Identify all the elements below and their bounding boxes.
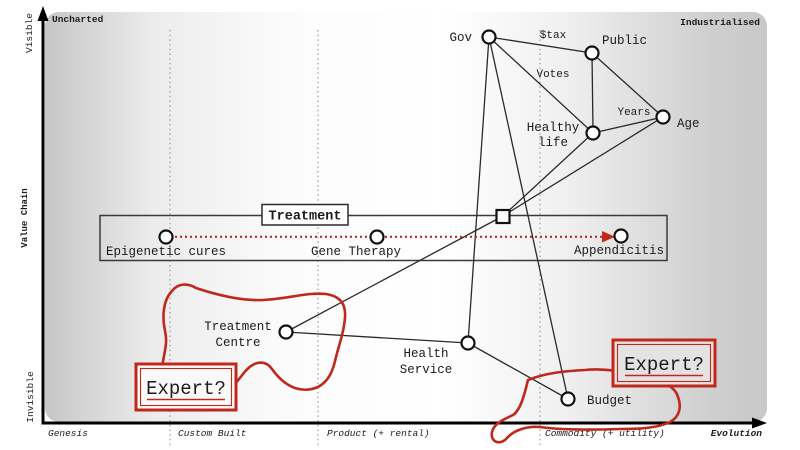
edge-public-healthy-life [591,52,594,134]
treatment-container-rect [99,214,668,262]
x-axis-arrowhead-icon [752,417,767,429]
expert-right-box-inner [616,343,712,383]
node-gene-therapy [369,229,385,245]
edges [285,36,664,400]
node-gene-therapy-label: Gene Therapy [311,245,402,259]
edge-treatment-centre-health-service [285,331,469,344]
evolution-arrowhead-icon [602,231,615,243]
stage-label-genesis: Genesis [48,428,88,439]
edge-gov-health-service [467,36,490,344]
edge-treatment-healthy-life [502,132,594,217]
node-healthy-life-label-1: Healthy [527,121,580,135]
y-axis-title: Value Chain [20,188,30,247]
stage-label-custom-built: Custom Built [178,428,246,439]
axis-labels: Uncharted Industrialised Visible Value C… [20,13,762,439]
red-annotations: Expert? Expert? [134,283,717,444]
stage-label-product: Product (+ rental) [327,428,430,439]
node-healthy-life [585,125,601,141]
expert-left-box [134,362,238,412]
node-public [584,45,600,61]
edge-label-votes: Votes [536,69,569,81]
node-epigenetic-cures-label: Epigenetic cures [106,245,226,259]
expert-left-label: Expert? [146,378,226,400]
node-treatment-centre-label-1: Treatment [204,320,272,334]
node-public-label: Public [602,34,647,48]
corner-label-uncharted: Uncharted [52,14,104,25]
node-labels: Gov Public Healthy life Age Epigenetic c… [106,31,700,408]
expert-right-box [611,338,717,388]
node-epigenetic-cures [158,229,174,245]
node-budget-label: Budget [587,394,632,408]
nodes [158,29,671,407]
node-gov [481,29,497,45]
node-healthy-life-label-2: life [538,136,568,150]
node-age [655,109,671,125]
treatment-label: Treatment [269,210,342,225]
evolution-movement-arrow [175,231,615,243]
corner-label-industrialised: Industrialised [680,17,760,28]
node-health-service [460,335,476,351]
expert-right-label: Expert? [624,354,704,376]
node-treatment-centre-label-2: Centre [215,336,260,350]
node-age-label: Age [677,117,700,131]
y-axis-visible-label: Visible [24,13,35,53]
x-axis-evolution-label: Evolution [711,428,763,439]
edge-gov-budget [488,36,569,400]
edge-public-age [591,52,664,118]
edge-label-tax: $tax [540,30,567,42]
y-axis-arrowhead-icon [37,6,49,21]
expert-left-box-inner [139,367,233,407]
edge-labels: $tax Votes Years [536,30,650,119]
edge-gov-public [488,36,593,54]
axes [37,6,767,429]
map-background [45,12,767,422]
edge-treatment-age [502,116,664,217]
edge-gov-healthy-life [488,36,594,134]
treatment-label-rect [261,203,349,226]
stage-label-commodity: Commodity (+ utility) [545,428,665,439]
node-health-service-label-2: Service [400,363,453,377]
edge-label-years: Years [617,107,650,119]
node-gov-label: Gov [449,31,472,45]
node-treatment-centre [278,324,294,340]
edge-healthy-life-age [592,116,664,134]
node-treatment-square [495,208,511,225]
node-health-service-label-1: Health [403,347,448,361]
node-budget [560,391,576,407]
edge-treatment-centre-treatment [285,215,504,333]
node-appendicitis [613,228,629,244]
treatment-label-box: Treatment [261,203,349,226]
y-axis-invisible-label: Invisible [25,371,36,423]
edge-health-service-budget [467,342,569,400]
node-appendicitis-label: Appendicitis [574,244,664,258]
